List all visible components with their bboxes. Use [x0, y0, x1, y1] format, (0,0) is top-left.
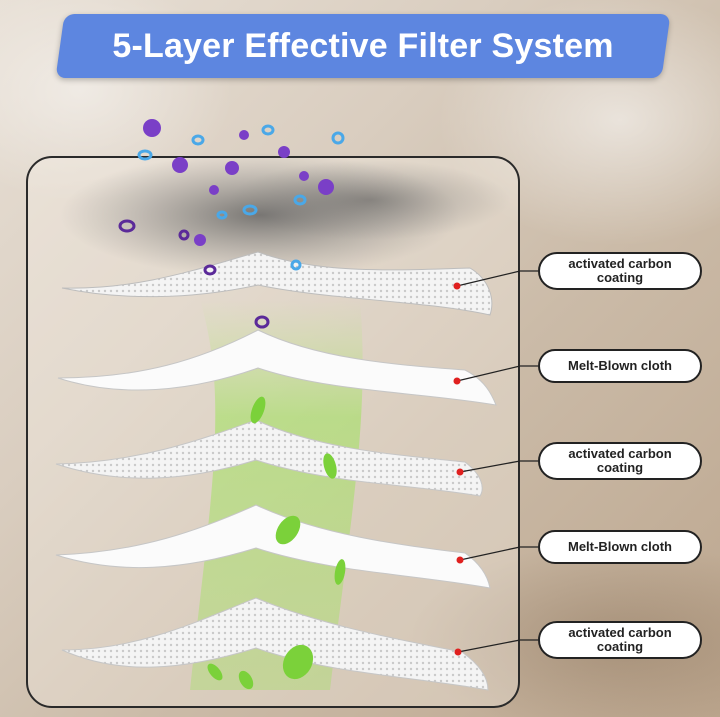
layer-markers: [453, 282, 464, 656]
filter-layer-4: [55, 504, 491, 589]
leader-lines: [456, 270, 538, 653]
banner-title: 5-Layer Effective Filter System: [112, 26, 614, 65]
airflow-stream: [190, 300, 363, 690]
particles-rings: [118, 219, 270, 329]
filter-layer-5: [61, 597, 489, 691]
callout-layer-2: Melt-Blown cloth: [538, 349, 702, 383]
particles-blue: [137, 124, 345, 271]
callout-layer-4: Melt-Blown cloth: [538, 530, 702, 564]
callout-layer-5: activated carbon coating: [538, 621, 702, 659]
filter-layer-3: [55, 419, 483, 497]
filter-layer-2: [57, 329, 497, 406]
leaf-icons: [207, 396, 346, 690]
callout-layer-3: activated carbon coating: [538, 442, 702, 480]
dust-cloud: [230, 160, 510, 240]
particles-purple: [143, 119, 334, 246]
filter-layer-1: [61, 251, 493, 316]
callout-layer-1: activated carbon coating: [538, 252, 702, 290]
